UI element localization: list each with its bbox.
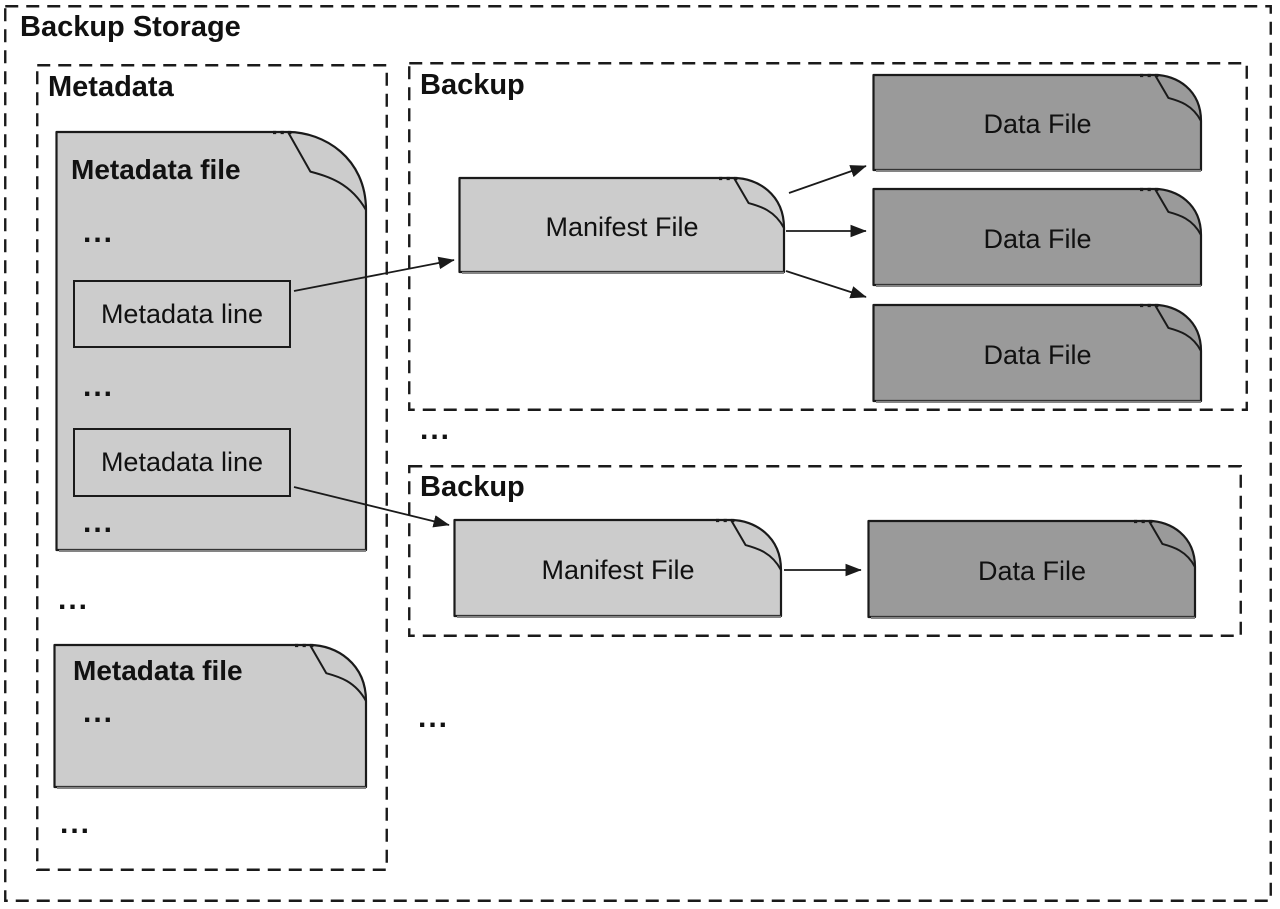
data-file-1-label: Data File — [983, 109, 1092, 139]
metadata-file-bottom-title: Metadata file — [73, 655, 243, 686]
metadata-file-top-ellipsis-1: ... — [83, 216, 115, 249]
manifest-file-document-top: Manifest File — [458, 176, 786, 274]
data-file-4-label: Data File — [977, 555, 1087, 586]
metadata-file-document-bottom: Metadata file ... — [53, 643, 368, 789]
metadata-file-top-ellipsis-2: ... — [83, 370, 115, 403]
data-file-3-label: Data File — [983, 339, 1092, 370]
metadata-panel-ellipsis-between-files: ... — [58, 583, 90, 616]
manifest-file-bottom-label: Manifest File — [541, 554, 695, 585]
metadata-frame-label: Metadata — [48, 71, 174, 103]
backup-bottom-frame-label: Backup — [420, 471, 525, 503]
backups-ellipsis-between: ... — [420, 413, 452, 446]
data-file-document-2: Data File — [872, 187, 1203, 287]
data-file-document-3: Data File — [872, 303, 1203, 403]
metadata-file-top-content: Metadata file ... Metadata line ... Meta… — [55, 130, 368, 552]
metadata-panel-ellipsis-bottom: ... — [60, 807, 92, 840]
data-file-document-4: Data File — [867, 519, 1197, 619]
metadata-file-top-ellipsis-3: ... — [83, 506, 115, 539]
manifest-file-top-label: Manifest File — [545, 211, 699, 242]
metadata-file-bottom-content: Metadata file ... — [53, 643, 368, 789]
data-file-document-1: Data File — [872, 73, 1203, 172]
metadata-line-1: Metadata line — [73, 280, 291, 348]
backup-storage-title: Backup Storage — [20, 11, 241, 43]
metadata-file-top-title: Metadata file — [71, 154, 241, 185]
metadata-file-bottom-ellipsis: ... — [83, 696, 115, 729]
backup-top-frame-label: Backup — [420, 69, 525, 101]
manifest-file-document-bottom: Manifest File — [453, 518, 783, 618]
metadata-file-document-top: Metadata file ... Metadata line ... Meta… — [55, 130, 368, 552]
metadata-line-2: Metadata line — [73, 428, 291, 497]
backups-ellipsis-bottom: ... — [418, 701, 450, 734]
data-file-2-label: Data File — [983, 223, 1092, 254]
